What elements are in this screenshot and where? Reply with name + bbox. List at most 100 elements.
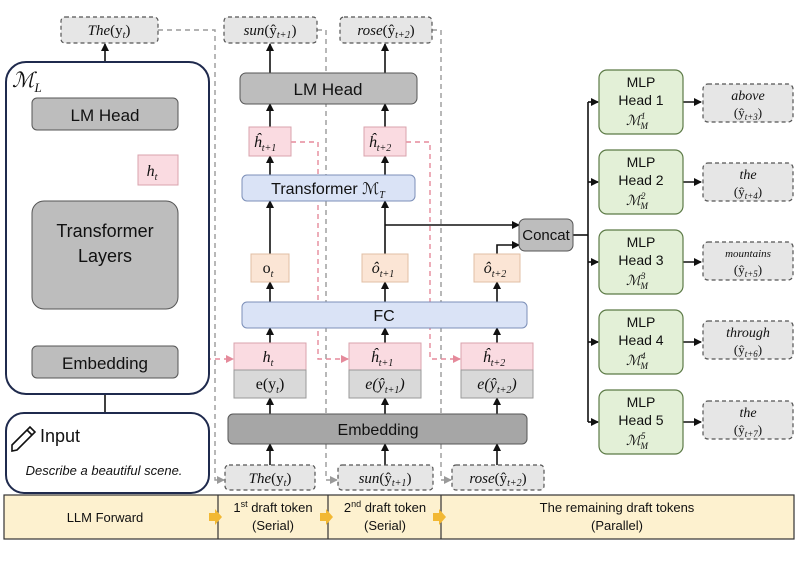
bottom-token-rose (451, 464, 545, 491)
mlp-head-5-line1: MLP (627, 394, 656, 410)
top-token-the (60, 16, 159, 44)
input-embed-1 (233, 369, 307, 399)
input-title: Input (40, 426, 80, 446)
timeline-arrow-icon-1 (209, 509, 222, 525)
llm-transformer-layers (31, 200, 179, 310)
timeline-bar (3, 494, 795, 540)
concat-box (518, 218, 574, 252)
mlp-head-1-line2: Head 1 (618, 92, 663, 108)
input-prompt: Describe a beautiful scene. (26, 463, 183, 478)
feedback-sun (317, 29, 338, 484)
draft-lm-head (239, 72, 418, 105)
mlp-head-3-line2: Head 3 (618, 252, 663, 268)
draft-lm-head-label: LM Head (294, 80, 363, 99)
llm-embedding-label: Embedding (62, 354, 148, 373)
draft-embedding (227, 413, 528, 445)
input-hidden-3-label: ĥt+2 (483, 347, 506, 369)
mlp-head-1-output (702, 83, 794, 123)
draft-input-stacks: ht e(yt) ĥt+1 e(ŷt+1) ĥt+2 e(ŷt+2) (233, 342, 534, 399)
input-hidden-1 (233, 342, 307, 371)
input-embed-2-label: e(ŷt+1) (365, 376, 404, 396)
llm-hidden-state (137, 154, 179, 186)
bottom-token-rose-label: rose(ŷt+2) (469, 471, 526, 489)
mlp-head-5-line2: Head 5 (618, 412, 663, 428)
mlp-head-5-output (702, 400, 794, 440)
timeline-draft1-line2: (Serial) (252, 518, 294, 533)
llm-embedding (31, 345, 179, 379)
gray-feedback (158, 29, 452, 484)
mlp-head-1-box (598, 69, 684, 135)
input-hidden-2-label: ĥt+1 (371, 347, 394, 369)
fc-label: FC (373, 308, 394, 325)
input-embed-3-label: e(ŷt+2) (477, 376, 516, 396)
top-token-sun-label: sun(ŷt+1) (244, 23, 297, 41)
mlp-head-3-word: mountains (725, 248, 771, 260)
top-token-sun (223, 16, 318, 44)
o-box-1 (250, 253, 290, 283)
top-token-rose (339, 16, 433, 44)
draft-transformer-label: Transformer ℳT (271, 181, 386, 201)
timeline-remaining-line1: The remaining draft tokens (540, 500, 695, 515)
path-hhat1-to-input (291, 141, 349, 363)
o-box-2-label: ôt+1 (372, 260, 395, 280)
top-token-the-label: The(yt) (88, 23, 131, 41)
mlp-head-1-word: above (731, 89, 764, 104)
mlp-head-2-box (598, 149, 684, 215)
llm-transformer-line2: Layers (78, 246, 132, 266)
mlp-head-4-box (598, 309, 684, 375)
pencil-icon (11, 425, 37, 452)
input-hidden-1-label: ht (263, 349, 274, 369)
mlp-head-2-output (702, 162, 794, 202)
top-token-rose-label: rose(ŷt+2) (357, 23, 414, 41)
input-box (5, 412, 210, 494)
bottom-token-sun-label: sun(ŷt+1) (359, 471, 412, 489)
mlp-head-4-output (702, 320, 794, 360)
timeline-arrow-icon-3 (433, 509, 446, 525)
concat-label: Concat (522, 227, 570, 244)
hhat-box-1-label: ĥt+1 (254, 132, 277, 154)
mlp-head-1-token: (ŷt+3) (734, 105, 762, 122)
bottom-token-the-label: The(yt) (249, 471, 292, 489)
top-token-row: The(yt) sun(ŷt+1) rose(ŷt+2) (60, 16, 433, 44)
timeline-remaining-line2: (Parallel) (591, 518, 643, 533)
llm-hidden-state-label: ht (147, 163, 158, 183)
fc-layer (241, 301, 528, 329)
bottom-token-sun (337, 464, 434, 491)
mlp-head-4-word: through (726, 326, 770, 341)
mlp-head-5-token: (ŷt+7) (734, 422, 762, 439)
timeline-draft2-line2: (Serial) (364, 518, 406, 533)
mlp-head-5-word: the (739, 406, 756, 421)
o-box-3-label: ôt+2 (484, 260, 507, 280)
llm-lm-head-label: LM Head (71, 106, 140, 125)
mlp-head-5-box (598, 389, 684, 455)
arrow-o3-to-concat (496, 241, 520, 254)
path-hhat2-to-input (406, 141, 461, 363)
mlp-head-4-line2: Head 4 (618, 332, 663, 348)
llm-container-label: ℳL (12, 68, 42, 95)
mlp-head-3-line1: MLP (627, 234, 656, 250)
mlp-head-2-line2: Head 2 (618, 172, 663, 188)
o-box-3 (473, 253, 521, 283)
mlp-head-3-box (598, 229, 684, 295)
mlp-head-2-token: (ŷt+4) (734, 184, 762, 201)
draft-transformer (241, 174, 416, 202)
input-hidden-2 (348, 342, 422, 371)
timeline-draft1-line1: 1st draft token (233, 499, 312, 515)
llm-transformer-line1: Transformer (56, 221, 153, 241)
timeline-draft2-line1: 2nd draft token (344, 499, 426, 515)
feedback-the (158, 29, 225, 484)
hhat-box-2-label: ĥt+2 (369, 132, 392, 154)
input-embed-1-label: e(yt) (256, 376, 285, 396)
timeline-arrow-icon-2 (320, 509, 333, 525)
o-box-1-label: ot (263, 260, 274, 280)
